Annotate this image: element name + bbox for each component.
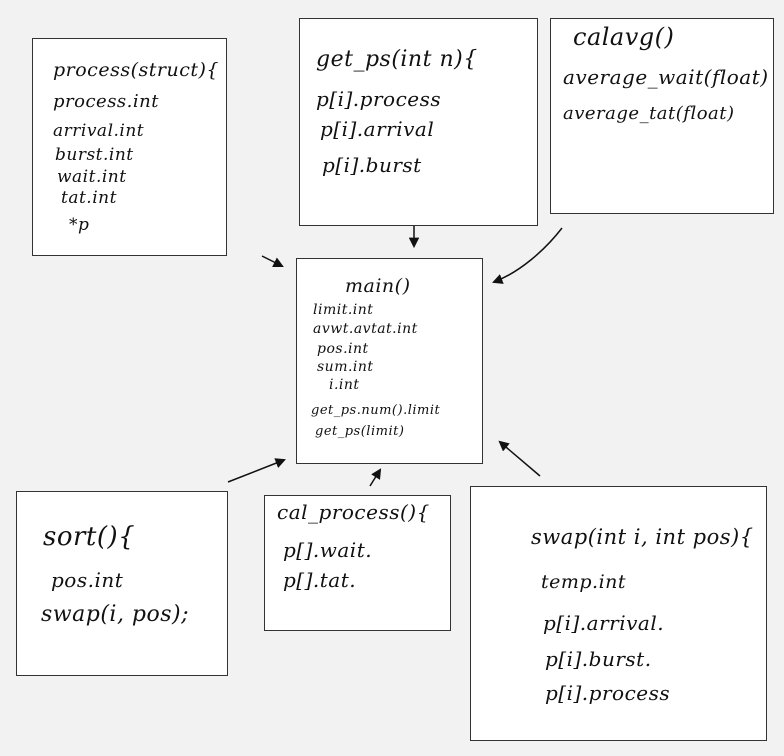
process-struct-box: process(struct){ process.int arrival.int… <box>32 38 227 256</box>
cal-process-box: cal_process(){ p[].wait. p[].tat. <box>264 495 451 631</box>
main-pos: pos.int <box>317 341 369 357</box>
main-header: main() <box>345 275 411 297</box>
field-wait: wait.int <box>57 167 127 187</box>
arrow-process-to-main <box>261 255 284 267</box>
field-arrival: arrival.int <box>53 121 145 141</box>
process-struct-header: process(struct){ <box>53 59 219 81</box>
swap-process: p[i].process <box>545 681 671 705</box>
main-box: main() limit.int avwt.avtat.int pos.int … <box>296 258 483 464</box>
get-ps-line-arrival: p[i].arrival <box>320 117 435 141</box>
main-limit: limit.int <box>313 302 374 318</box>
swap-temp: temp.int <box>541 571 627 593</box>
field-burst: burst.int <box>55 145 134 165</box>
field-process: process.int <box>53 91 159 112</box>
get-ps-line-burst: p[i].burst <box>322 153 422 177</box>
arrow-main-to-calavg <box>492 227 563 284</box>
cal-process-header: cal_process(){ <box>277 500 430 524</box>
swap-burst: p[i].burst. <box>545 647 652 671</box>
sort-pos: pos.int <box>51 568 124 592</box>
get-ps-box: get_ps(int n){ p[i].process p[i].arrival… <box>299 18 538 226</box>
main-avwt-avtat: avwt.avtat.int <box>313 321 418 337</box>
swap-arrival: p[i].arrival. <box>543 611 665 635</box>
main-i: i.int <box>329 377 360 393</box>
main-get-ps-num: get_ps.num().limit <box>311 403 441 418</box>
main-sum: sum.int <box>317 359 374 375</box>
sort-header: sort(){ <box>43 522 136 552</box>
cal-process-wait: p[].wait. <box>283 538 373 562</box>
calavg-average-wait: average_wait(float) <box>563 65 769 89</box>
cal-process-tat: p[].tat. <box>283 568 357 592</box>
get-ps-header: get_ps(int n){ <box>316 47 478 72</box>
calavg-header: calavg() <box>573 23 675 51</box>
field-pointer: *p <box>69 215 90 235</box>
arrow-swap-to-main <box>498 440 541 477</box>
calavg-average-tat: average_tat(float) <box>563 103 735 124</box>
main-get-ps-call: get_ps(limit) <box>315 424 405 439</box>
sort-swap: swap(i, pos); <box>41 602 190 627</box>
swap-box: swap(int i, int pos){ temp.int p[i].arri… <box>470 486 767 741</box>
arrow-sort-to-main <box>227 458 286 483</box>
arrow-cal-process-to-main <box>369 468 382 487</box>
swap-header: swap(int i, int pos){ <box>531 525 754 549</box>
sort-box: sort(){ pos.int swap(i, pos); <box>16 491 228 676</box>
field-tat: tat.int <box>61 188 117 208</box>
get-ps-line-process: p[i].process <box>316 87 442 111</box>
calavg-box: calavg() average_wait(float) average_tat… <box>550 18 774 214</box>
